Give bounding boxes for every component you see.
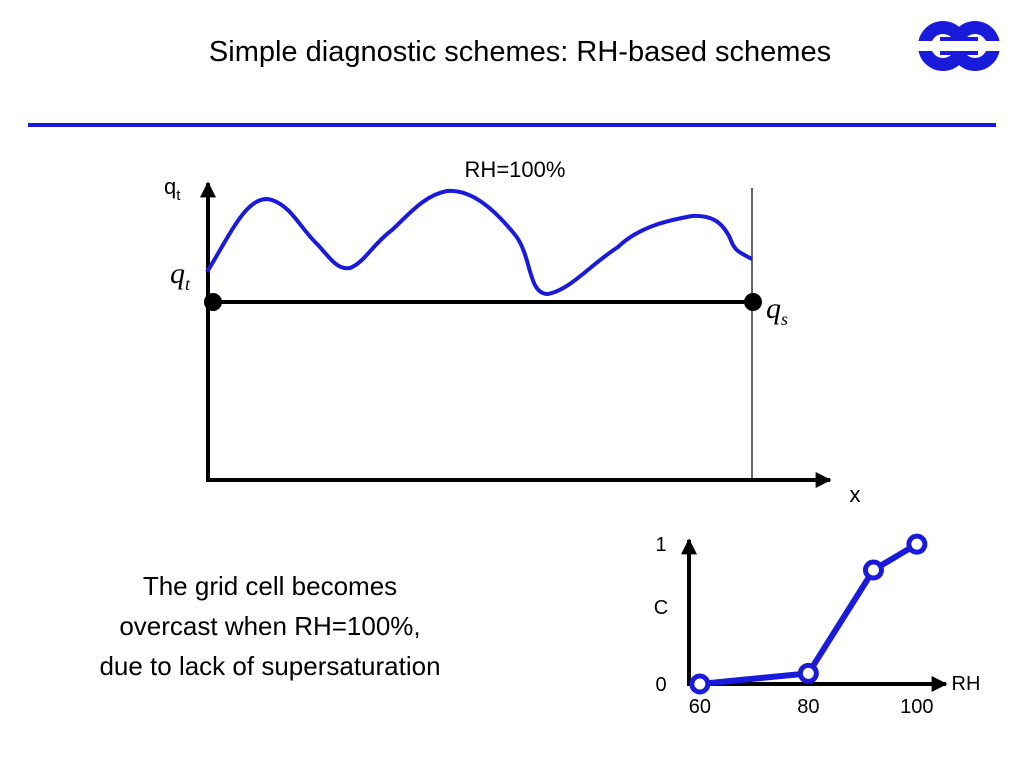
- qt-marker-label: qt: [170, 257, 191, 294]
- small-y-top-label: 1: [655, 534, 666, 556]
- rh-100-label: RH=100%: [465, 157, 566, 182]
- qt-curve: [205, 188, 753, 297]
- caption-line: due to lack of supersaturation: [99, 651, 441, 681]
- caption: The grid cell becomes overcast when RH=1…: [30, 566, 510, 686]
- c-data-point: [797, 662, 819, 684]
- x-axis-label: x: [850, 482, 861, 507]
- y-axis-label: qt: [164, 174, 181, 204]
- caption-line: overcast when RH=100%,: [119, 611, 421, 641]
- c-data-point: [689, 673, 711, 695]
- qs-marker-label: qs: [766, 292, 788, 329]
- title-divider: [28, 123, 996, 127]
- caption-line: The grid cell becomes: [142, 571, 398, 601]
- x-tick-label: 60: [689, 696, 711, 718]
- c-curve: [699, 541, 919, 687]
- small-x-axis-label: RH: [952, 673, 981, 695]
- ecmwf-logo-icon: [916, 21, 1002, 71]
- x-tick-label: 80: [797, 696, 819, 718]
- small-y-axis-label: C: [654, 597, 668, 619]
- c-data-point: [906, 533, 928, 555]
- small-y-bottom-label: 0: [655, 674, 666, 696]
- qs-endpoint: [744, 293, 762, 311]
- qt-endpoint: [204, 293, 222, 311]
- c-data-point: [862, 559, 884, 581]
- x-tick-label: 100: [900, 696, 933, 718]
- slide-title: Simple diagnostic schemes: RH-based sche…: [208, 36, 832, 68]
